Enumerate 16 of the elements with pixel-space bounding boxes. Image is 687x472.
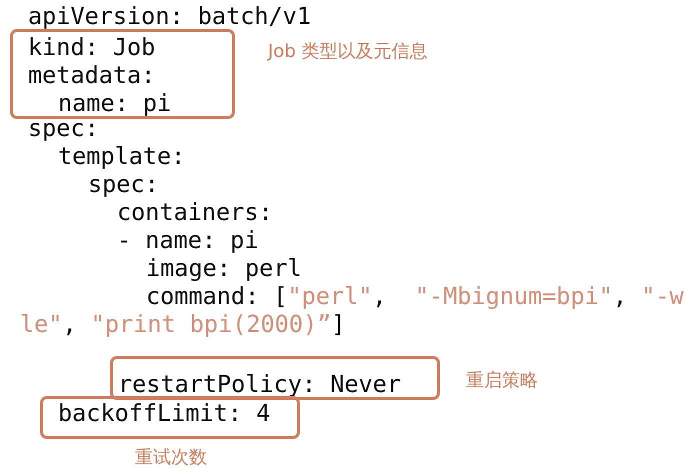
code-line: backoffLimit: 4 xyxy=(58,399,270,427)
code-line: name: pi xyxy=(58,89,172,117)
code-line: containers: xyxy=(117,198,273,226)
annotation-text: Job 类型以及元信息 xyxy=(268,40,428,64)
code-line: - name: pi xyxy=(117,226,258,254)
code-line: restartPolicy: Never xyxy=(118,370,401,398)
code-line: template: xyxy=(58,142,186,170)
code-line: apiVersion: batch/v1 xyxy=(28,2,311,30)
code-line: spec: xyxy=(28,114,99,142)
code-line: command: ["perl", "-Mbignum=bpi", "-wle", "print bpi(2000)”] xyxy=(20,282,685,338)
code-line: spec: xyxy=(88,170,159,198)
annotation-text: 重启策略 xyxy=(466,369,538,393)
code-line: image: perl xyxy=(146,254,302,282)
code-line: metadata: xyxy=(28,61,156,89)
code-line: kind: Job xyxy=(28,33,156,61)
annotation-text: 重试次数 xyxy=(135,446,207,470)
